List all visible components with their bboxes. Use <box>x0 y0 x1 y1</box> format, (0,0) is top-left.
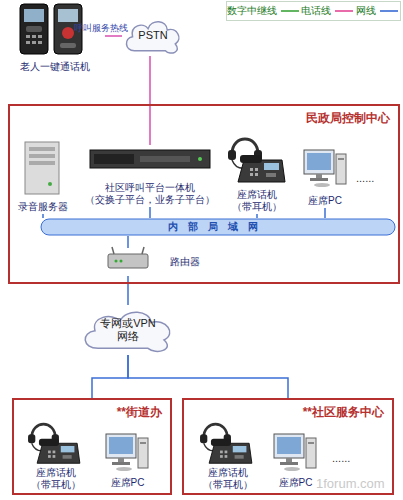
router-node: 路由器 <box>105 248 200 276</box>
connector-line <box>42 214 44 218</box>
site-box: **街道办座席话机 （带耳机） 座席PC <box>12 398 172 495</box>
node-label: 座席PC <box>111 477 145 490</box>
legend-text: 电话线 <box>301 4 331 18</box>
legend-item: 电话线 <box>301 4 355 18</box>
platform-node: 社区呼叫平台一体机 （交换子平台，业务子平台） <box>80 145 220 207</box>
connector-line <box>149 207 151 218</box>
ellipsis-label: ...... <box>356 172 374 184</box>
recording-server-icon <box>25 142 59 194</box>
network-cloud: PSTN <box>122 16 184 56</box>
legend-item: 网线 <box>356 4 400 18</box>
seat-pc-icon <box>274 434 316 471</box>
node-label: 座席话机 （带耳机） <box>222 189 292 214</box>
seat-phone-icon <box>28 424 80 463</box>
seat-phone-icon <box>228 139 285 182</box>
legend-sample <box>333 7 355 15</box>
connector-line <box>105 35 122 37</box>
site-title: **街道办 <box>117 405 162 419</box>
seat-phone: 座席话机 （带耳机） <box>192 414 264 492</box>
seat-pc: 座席PC <box>100 428 155 490</box>
node-label: 座席话机 （带耳机） <box>20 467 92 492</box>
ellipsis-label: ...... <box>332 452 350 464</box>
node-label: 专网或VPN 网络 <box>93 317 163 343</box>
node-label: 路由器 <box>170 256 200 268</box>
legend-line-sample <box>380 10 398 12</box>
legend-text: 数字中继线 <box>227 4 277 18</box>
connector-line <box>256 214 258 218</box>
node-label: 内部局域网 <box>168 221 268 233</box>
edge-label: 呼叫服务热线 <box>74 22 128 35</box>
node-label: PSTN <box>138 29 167 42</box>
site-title: **社区服务中心 <box>303 405 384 419</box>
connector-line <box>127 236 129 248</box>
site-box: 民政局控制中心录音服务器社区呼叫平台一体机 （交换子平台，业务子平台）座席话机 … <box>8 104 400 284</box>
seat-pc-icon <box>304 150 346 187</box>
legend-text: 网线 <box>356 4 376 18</box>
seat-pc: 座席PC <box>268 428 323 490</box>
call-platform-icon <box>90 150 210 168</box>
legend-box: 数字中继线 电话线 网线 <box>226 1 401 21</box>
connector-line <box>127 276 129 305</box>
connector-line <box>149 56 151 145</box>
connector-line <box>92 355 128 398</box>
seat-phone-icon <box>200 424 252 463</box>
site-title: 民政局控制中心 <box>306 111 390 125</box>
node-label: 录音服务器 <box>18 201 68 214</box>
server-node: 录音服务器 <box>12 140 74 214</box>
node-label: 座席PC <box>308 195 342 208</box>
router-icon <box>108 247 148 268</box>
legend-sample <box>378 7 400 15</box>
connector-line <box>128 355 288 398</box>
legend-line-sample <box>281 10 299 12</box>
legend-line-sample <box>335 10 353 12</box>
node-label: 座席话机 （带耳机） <box>192 467 264 492</box>
node-label: 座席PC <box>279 477 313 490</box>
elder-phone: 老人一键通话机 <box>5 2 105 74</box>
connector-line <box>324 208 326 218</box>
legend-item: 数字中继线 <box>227 4 301 18</box>
elder-phone-icon <box>20 4 82 54</box>
seat-phone: 座席话机 （带耳机） <box>20 414 92 492</box>
bus-band <box>41 219 395 235</box>
network-cloud: 专网或VPN 网络 <box>78 305 178 355</box>
node-label: 老人一键通话机 <box>20 61 90 74</box>
cloud-shape <box>126 22 178 53</box>
lan-bus: 内部局域网 <box>40 218 396 236</box>
legend-sample <box>279 7 301 15</box>
cloud-shape <box>85 312 170 351</box>
seat-pc: 座席PC <box>296 146 354 208</box>
seat-pc-icon <box>106 434 148 471</box>
seat-phone: 座席话机 （带耳机） <box>222 128 292 214</box>
watermark: 1forum.com <box>316 476 385 491</box>
node-label: 社区呼叫平台一体机 （交换子平台，业务子平台） <box>80 182 220 207</box>
